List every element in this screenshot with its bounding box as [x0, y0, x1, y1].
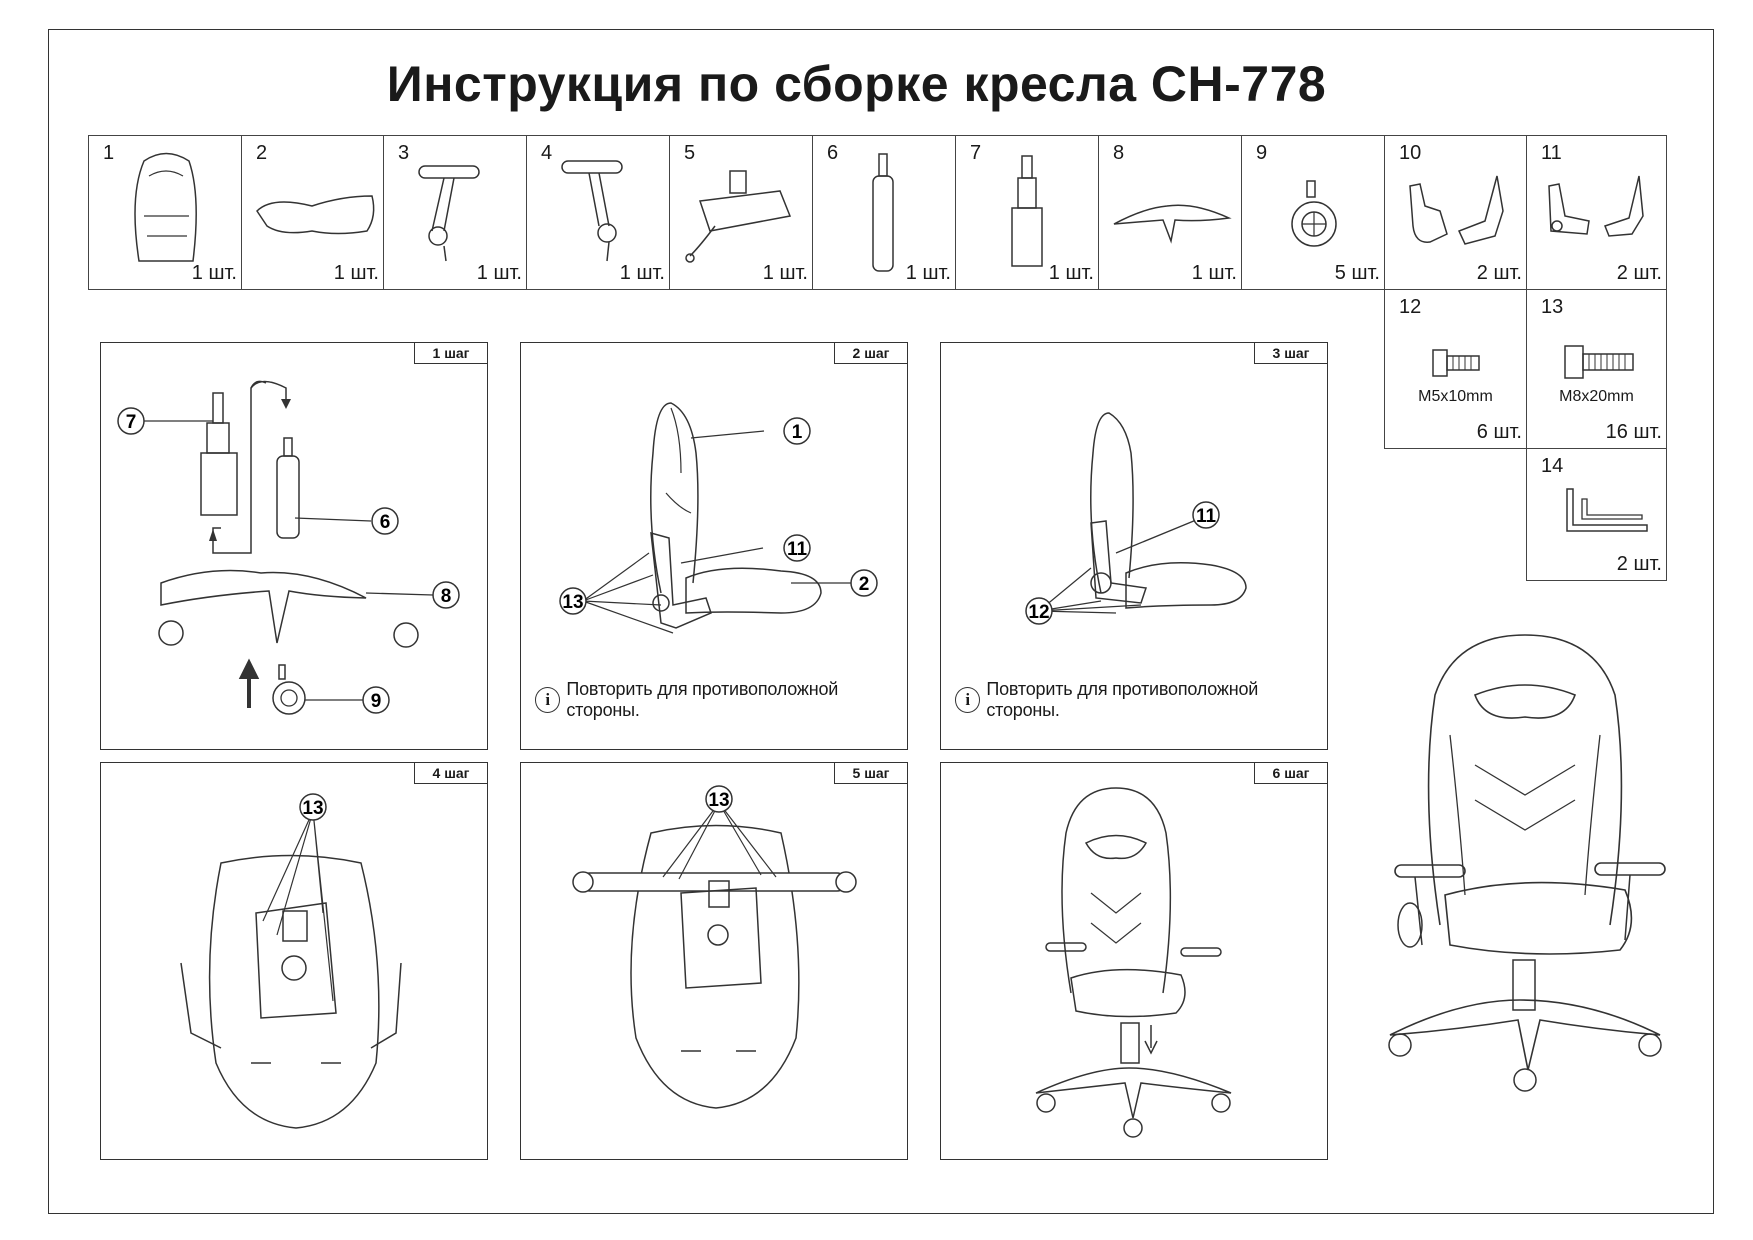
- callout-6: 6: [380, 512, 391, 533]
- bolt-size: M5x10mm: [1418, 388, 1493, 405]
- bolt-size: M8x20mm: [1559, 388, 1634, 405]
- part-qty: 1 шт.: [333, 262, 379, 284]
- part-qty: 2 шт.: [1616, 553, 1662, 575]
- side-bracket-cover-icon: [1409, 175, 1504, 245]
- part-cell-6: 6 1 шт.: [812, 135, 956, 290]
- part-cell-5: 5 1 шт.: [669, 135, 813, 290]
- info-icon: i: [955, 687, 981, 713]
- step-label: 3 шаг: [1254, 343, 1327, 364]
- step-5-illustration: 13: [572, 785, 857, 1109]
- step-3-panel: 3 шаг 11 12 i Повторить для противополож…: [940, 342, 1328, 750]
- part-number: 6: [827, 142, 839, 164]
- step-3-note: i Повторить для противоположной стороны.: [955, 679, 1327, 721]
- part-qty: 2 шт.: [1616, 262, 1662, 284]
- part-qty: 1 шт.: [1048, 262, 1094, 284]
- step-1-panel: 1 шаг 7 6 8 9: [100, 342, 488, 750]
- part-cell-7: 7 1 шт.: [955, 135, 1099, 290]
- recline-bracket-icon: [1548, 175, 1644, 237]
- step-4-panel: 4 шаг 13: [100, 762, 488, 1160]
- step-1-illustration: 7 6 8 9: [117, 380, 460, 715]
- part-cell-8: 8 1 шт.: [1098, 135, 1242, 290]
- callout-13: 13: [708, 790, 729, 811]
- hardware-cell-12: 12 M5x10mm 6 шт.: [1384, 289, 1527, 449]
- part-qty: 1 шт.: [762, 262, 808, 284]
- seat-backrest-icon: [134, 152, 197, 262]
- part-qty: 5 шт.: [1334, 262, 1380, 284]
- part-number: 11: [1541, 142, 1562, 164]
- assembled-chair-illustration: [1388, 634, 1666, 1092]
- part-number: 8: [1113, 142, 1125, 164]
- step-3-illustration: 11 12: [1025, 412, 1247, 625]
- callout-7: 7: [126, 412, 137, 433]
- part-qty: 1 шт.: [905, 262, 951, 284]
- step-label: 6 шаг: [1254, 763, 1327, 784]
- part-qty: 1 шт.: [619, 262, 665, 284]
- callout-9: 9: [371, 691, 382, 712]
- bolt-large-icon: [1564, 345, 1634, 379]
- page-frame: [48, 29, 1714, 1214]
- note-text: Повторить для противоположной стороны.: [566, 679, 839, 720]
- part-number: 5: [684, 142, 696, 164]
- hex-key-icon: [1566, 488, 1648, 532]
- callout-2: 2: [859, 574, 870, 595]
- seat-cushion-icon: [256, 195, 375, 235]
- callout-8: 8: [441, 586, 452, 607]
- info-icon: i: [535, 687, 561, 713]
- callout-11: 11: [1196, 506, 1217, 527]
- part-qty: 2 шт.: [1476, 262, 1522, 284]
- callout-1: 1: [792, 422, 803, 443]
- gas-lift-icon: [872, 153, 894, 272]
- step-label: 2 шаг: [834, 343, 907, 364]
- step-label: 4 шаг: [414, 763, 487, 784]
- part-number: 4: [541, 142, 553, 164]
- step-label: 1 шаг: [414, 343, 487, 364]
- step-2-note: i Повторить для противоположной стороны.: [535, 679, 907, 721]
- part-cell-11: 11 2 шт.: [1526, 135, 1667, 290]
- gas-lift-cover-icon: [1011, 155, 1043, 267]
- part-number: 14: [1541, 455, 1564, 477]
- part-cell-3: 3 1 шт.: [383, 135, 527, 290]
- step-label: 5 шаг: [834, 763, 907, 784]
- step-6-panel: 6 шаг: [940, 762, 1328, 1160]
- armrest-right-icon: [561, 160, 623, 262]
- part-number: 3: [398, 142, 410, 164]
- armrest-left-icon: [418, 165, 480, 262]
- part-number: 1: [103, 142, 115, 164]
- bolt-small-icon: [1432, 349, 1480, 377]
- callout-13: 13: [562, 592, 583, 613]
- step-5-panel: 5 шаг 13: [520, 762, 908, 1160]
- hardware-cell-13: 13 M8x20mm 16 шт.: [1526, 289, 1667, 449]
- step-2-illustration: 1 11 2 13: [559, 402, 878, 634]
- part-number: 13: [1541, 296, 1564, 318]
- part-cell-4: 4 1 шт.: [526, 135, 670, 290]
- part-qty: 6 шт.: [1476, 421, 1522, 443]
- part-number: 10: [1399, 142, 1422, 164]
- note-text: Повторить для противоположной стороны.: [986, 679, 1259, 720]
- step-2-panel: 2 шаг 1 11 2 13 i Повторить для противоп…: [520, 342, 908, 750]
- part-cell-2: 2 1 шт.: [241, 135, 384, 290]
- part-qty: 1 шт.: [191, 262, 237, 284]
- callout-11: 11: [787, 539, 808, 560]
- part-qty: 1 шт.: [1191, 262, 1237, 284]
- step-6-illustration: [1035, 787, 1232, 1138]
- part-cell-10: 10 2 шт.: [1384, 135, 1527, 290]
- part-number: 9: [1256, 142, 1268, 164]
- page-title: Инструкция по сборке кресла CH-778: [386, 56, 1327, 112]
- caster-wheel-icon: [1291, 180, 1337, 247]
- part-cell-9: 9 5 шт.: [1241, 135, 1385, 290]
- star-base-icon: [1113, 204, 1232, 244]
- part-qty: 1 шт.: [476, 262, 522, 284]
- hardware-cell-14: 14 2 шт.: [1526, 448, 1667, 581]
- part-qty: 16 шт.: [1605, 421, 1662, 443]
- step-4-illustration: 13: [180, 793, 402, 1129]
- callout-13: 13: [302, 798, 323, 819]
- part-number: 12: [1399, 296, 1422, 318]
- callout-12: 12: [1028, 602, 1049, 623]
- part-cell-1: 1 1 шт.: [88, 135, 242, 290]
- part-number: 2: [256, 142, 268, 164]
- part-number: 7: [970, 142, 982, 164]
- tilt-mechanism-icon: [685, 170, 792, 263]
- parts-table: 1 1 шт. 2 1 шт. 3 1 шт. 4 1 шт.: [88, 135, 1667, 290]
